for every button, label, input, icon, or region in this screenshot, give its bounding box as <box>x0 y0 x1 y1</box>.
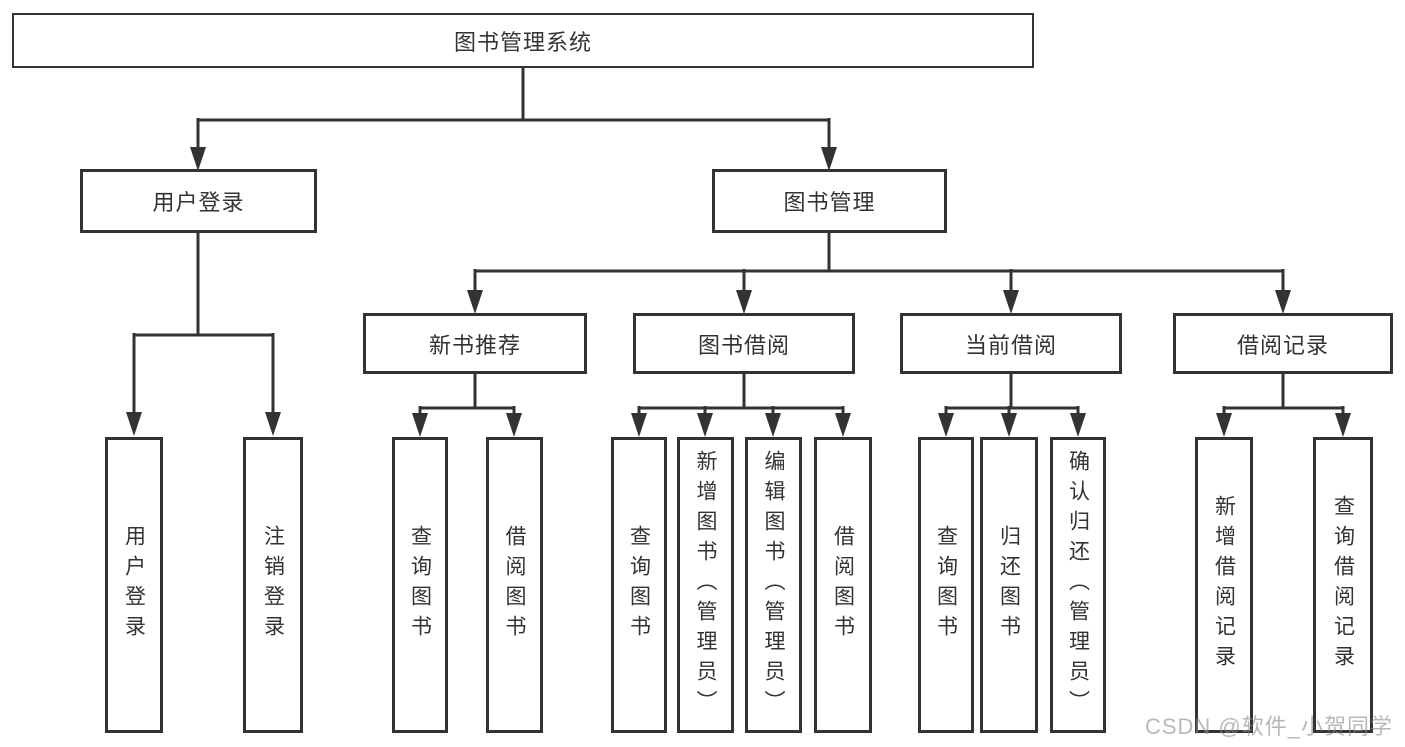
node-book-management: 图书管理 <box>712 169 947 233</box>
node-new-book-recommend: 新书推荐 <box>363 313 587 374</box>
watermark: CSDN @软件_小贺同学 <box>1144 714 1393 739</box>
node-book-borrow-label: 图书借阅 <box>697 332 790 358</box>
node-root-label: 图书管理系统 <box>453 29 592 55</box>
leaf-recommend-borrow-books-label: 借阅图书 <box>503 525 526 645</box>
leaf-user-login: 用户登录 <box>105 437 163 733</box>
node-new-book-recommend-label: 新书推荐 <box>428 332 521 358</box>
node-user-login-label: 用户登录 <box>152 190 245 215</box>
node-current-borrow-label: 当前借阅 <box>964 332 1057 358</box>
leaf-confirm-return-admin-label: 确认归还（管理员） <box>1066 450 1090 720</box>
leaf-add-books-admin: 新增图书（管理员） <box>677 437 734 733</box>
leaf-borrow-borrow-books: 借阅图书 <box>814 437 872 733</box>
leaf-add-books-admin-label: 新增图书（管理员） <box>694 450 717 720</box>
arrowheads <box>126 147 1351 437</box>
leaf-borrow-query-books-label: 查询图书 <box>627 525 651 645</box>
node-book-borrow: 图书借阅 <box>633 313 855 374</box>
node-borrow-records-label: 借阅记录 <box>1236 332 1329 358</box>
leaf-recommend-borrow-books: 借阅图书 <box>486 437 543 733</box>
node-book-management-label: 图书管理 <box>783 190 876 215</box>
leaf-add-borrow-record: 新增借阅记录 <box>1195 437 1253 733</box>
leaf-query-borrow-record-label: 查询借阅记录 <box>1331 495 1355 675</box>
leaf-edit-books-admin: 编辑图书（管理员） <box>745 437 802 733</box>
leaf-current-query-books-label: 查询图书 <box>934 525 958 645</box>
leaf-borrow-query-books: 查询图书 <box>611 437 667 733</box>
leaf-logout: 注销登录 <box>243 437 303 733</box>
leaf-logout-label: 注销登录 <box>261 525 285 645</box>
leaf-confirm-return-admin: 确认归还（管理员） <box>1050 437 1106 733</box>
node-borrow-records: 借阅记录 <box>1173 313 1393 374</box>
leaf-user-login-label: 用户登录 <box>122 525 146 645</box>
leaf-recommend-query-books: 查询图书 <box>392 437 448 733</box>
leaf-return-books: 归还图书 <box>980 437 1038 733</box>
node-current-borrow: 当前借阅 <box>900 313 1122 374</box>
leaf-recommend-query-books-label: 查询图书 <box>408 525 432 645</box>
leaf-add-borrow-record-label: 新增借阅记录 <box>1212 495 1236 675</box>
node-root: 图书管理系统 <box>12 13 1034 68</box>
node-user-login: 用户登录 <box>80 169 317 233</box>
leaf-borrow-borrow-books-label: 借阅图书 <box>831 525 855 645</box>
leaf-current-query-books: 查询图书 <box>918 437 974 733</box>
leaf-query-borrow-record: 查询借阅记录 <box>1313 437 1373 733</box>
leaf-edit-books-admin-label: 编辑图书（管理员） <box>762 450 785 720</box>
leaf-return-books-label: 归还图书 <box>997 525 1021 645</box>
